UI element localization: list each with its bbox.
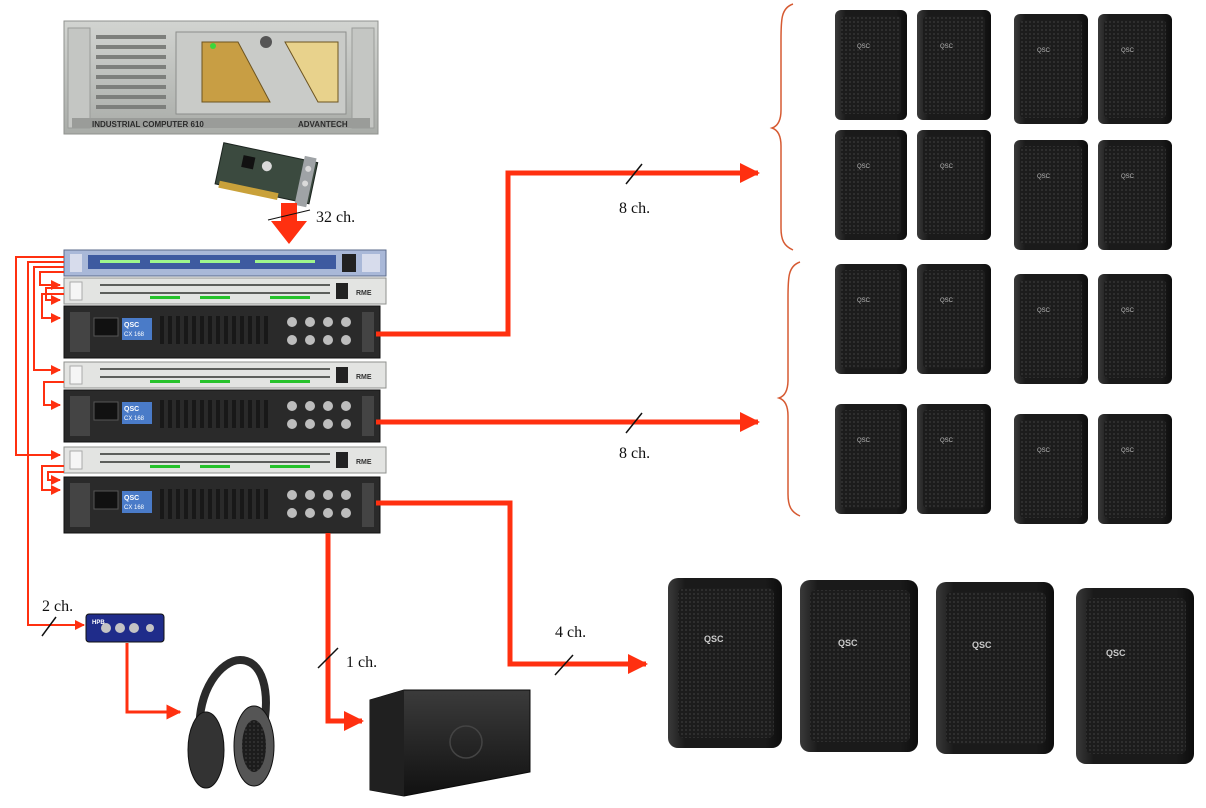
- speaker-icon: [1076, 588, 1194, 764]
- amp-model-text-1: CX 168: [124, 332, 145, 338]
- rack-unit-icon: RME: [63, 277, 387, 305]
- main-signal-arrows: [325, 163, 760, 731]
- speaker-icon: [668, 578, 782, 748]
- converter-brand-text-1: RME: [356, 290, 372, 297]
- speaker-icon: [917, 130, 991, 240]
- svg-text:QSC: QSC: [940, 438, 954, 444]
- speaker-grid: [835, 10, 1172, 524]
- speaker-icon: [800, 580, 918, 752]
- speaker-icon: [1098, 140, 1172, 250]
- rack-internal-wiring: [15, 256, 85, 630]
- computer-icon: [63, 20, 379, 135]
- label-1ch: 1 ch.: [346, 654, 378, 671]
- amplifier-icon: [63, 389, 381, 443]
- amp-model-text-3: CX 168: [124, 505, 145, 511]
- svg-text:QSC: QSC: [1037, 174, 1051, 180]
- speaker-icon: [917, 404, 991, 514]
- arrow-amp3-to-sub: [325, 533, 364, 731]
- channel-tick-32: [267, 209, 311, 221]
- svg-text:QSC: QSC: [857, 438, 871, 444]
- speaker-icon: [936, 582, 1054, 754]
- amplifier-icon: [63, 476, 381, 534]
- computer-name-text: INDUSTRIAL COMPUTER 610: [92, 120, 204, 129]
- speaker-icon: [917, 264, 991, 374]
- svg-text:QSC: QSC: [1121, 174, 1135, 180]
- computer-brand-text: ADVANTECH: [298, 120, 348, 129]
- headphone-signal-arrows: [125, 643, 182, 720]
- amp-model-text-2: CX 168: [124, 416, 145, 422]
- small-speaker-brand-texts: QSC QSC QSC QSC QSC QSC QSC QSC QSC QSC …: [857, 44, 1135, 454]
- svg-text:QSC: QSC: [1037, 308, 1051, 314]
- speaker-icon: [835, 404, 907, 514]
- converter-brand-text-3: RME: [356, 459, 372, 466]
- headphones-icon: [187, 655, 275, 789]
- rack-unit-icon: RME: [63, 446, 387, 474]
- svg-text:QSC: QSC: [1121, 48, 1135, 54]
- amp-brand-text-2: QSC: [124, 406, 139, 413]
- svg-text:QSC: QSC: [857, 44, 871, 50]
- speaker-icon: [835, 130, 907, 240]
- label-4ch: 4 ch.: [555, 624, 587, 641]
- rack-stack: RME QSC CX 168 RME: [63, 249, 387, 534]
- speaker-icon: [917, 10, 991, 120]
- amp-brand-text-3: QSC: [124, 495, 139, 502]
- label-8ch-group1: 8 ch.: [619, 200, 651, 217]
- speaker-icon: [835, 10, 907, 120]
- speaker-icon: [835, 264, 907, 374]
- large-speaker-row: [668, 578, 1194, 764]
- soundcard-icon: [214, 142, 319, 208]
- svg-text:QSC: QSC: [940, 164, 954, 170]
- svg-text:QSC: QSC: [1106, 648, 1126, 658]
- large-speaker-brand-texts: QSC QSC QSC QSC: [704, 634, 1126, 658]
- arrow-amp1-to-group1: [376, 163, 760, 337]
- converter-brand-text-2: RME: [356, 374, 372, 381]
- brace-group1: [769, 3, 794, 251]
- channel-ticks: [41, 163, 643, 676]
- svg-text:QSC: QSC: [940, 298, 954, 304]
- label-2ch: 2 ch.: [42, 598, 74, 615]
- svg-text:QSC: QSC: [940, 44, 954, 50]
- speaker-icon: [1014, 274, 1088, 384]
- speaker-icon: [1014, 14, 1088, 124]
- svg-text:QSC: QSC: [1121, 448, 1135, 454]
- thick-down-arrow: [271, 203, 307, 244]
- speaker-icon: [1098, 14, 1172, 124]
- svg-text:QSC: QSC: [704, 634, 724, 644]
- rack-unit-icon: [63, 249, 387, 277]
- svg-text:QSC: QSC: [838, 638, 858, 648]
- speaker-icon: [1098, 274, 1172, 384]
- amplifier-icon: [63, 305, 381, 359]
- speaker-icon: [1014, 140, 1088, 250]
- label-32ch: 32 ch.: [316, 209, 356, 226]
- speaker-icon: [1098, 414, 1172, 524]
- subwoofer-icon: [369, 689, 531, 797]
- amp-brand-text-1: QSC: [124, 322, 139, 329]
- headphone-amp-icon: [85, 613, 165, 643]
- rack-unit-icon: RME: [63, 361, 387, 389]
- headphone-amp-brand-text: HPB: [92, 620, 105, 626]
- brace-group2: [776, 261, 801, 517]
- arrow-amp3-to-large: [376, 500, 648, 674]
- svg-text:QSC: QSC: [1037, 48, 1051, 54]
- svg-text:QSC: QSC: [972, 640, 992, 650]
- speaker-icon: [1014, 414, 1088, 524]
- svg-text:QSC: QSC: [1121, 308, 1135, 314]
- svg-text:QSC: QSC: [1037, 448, 1051, 454]
- svg-text:QSC: QSC: [857, 298, 871, 304]
- label-8ch-group2: 8 ch.: [619, 445, 651, 462]
- svg-text:QSC: QSC: [857, 164, 871, 170]
